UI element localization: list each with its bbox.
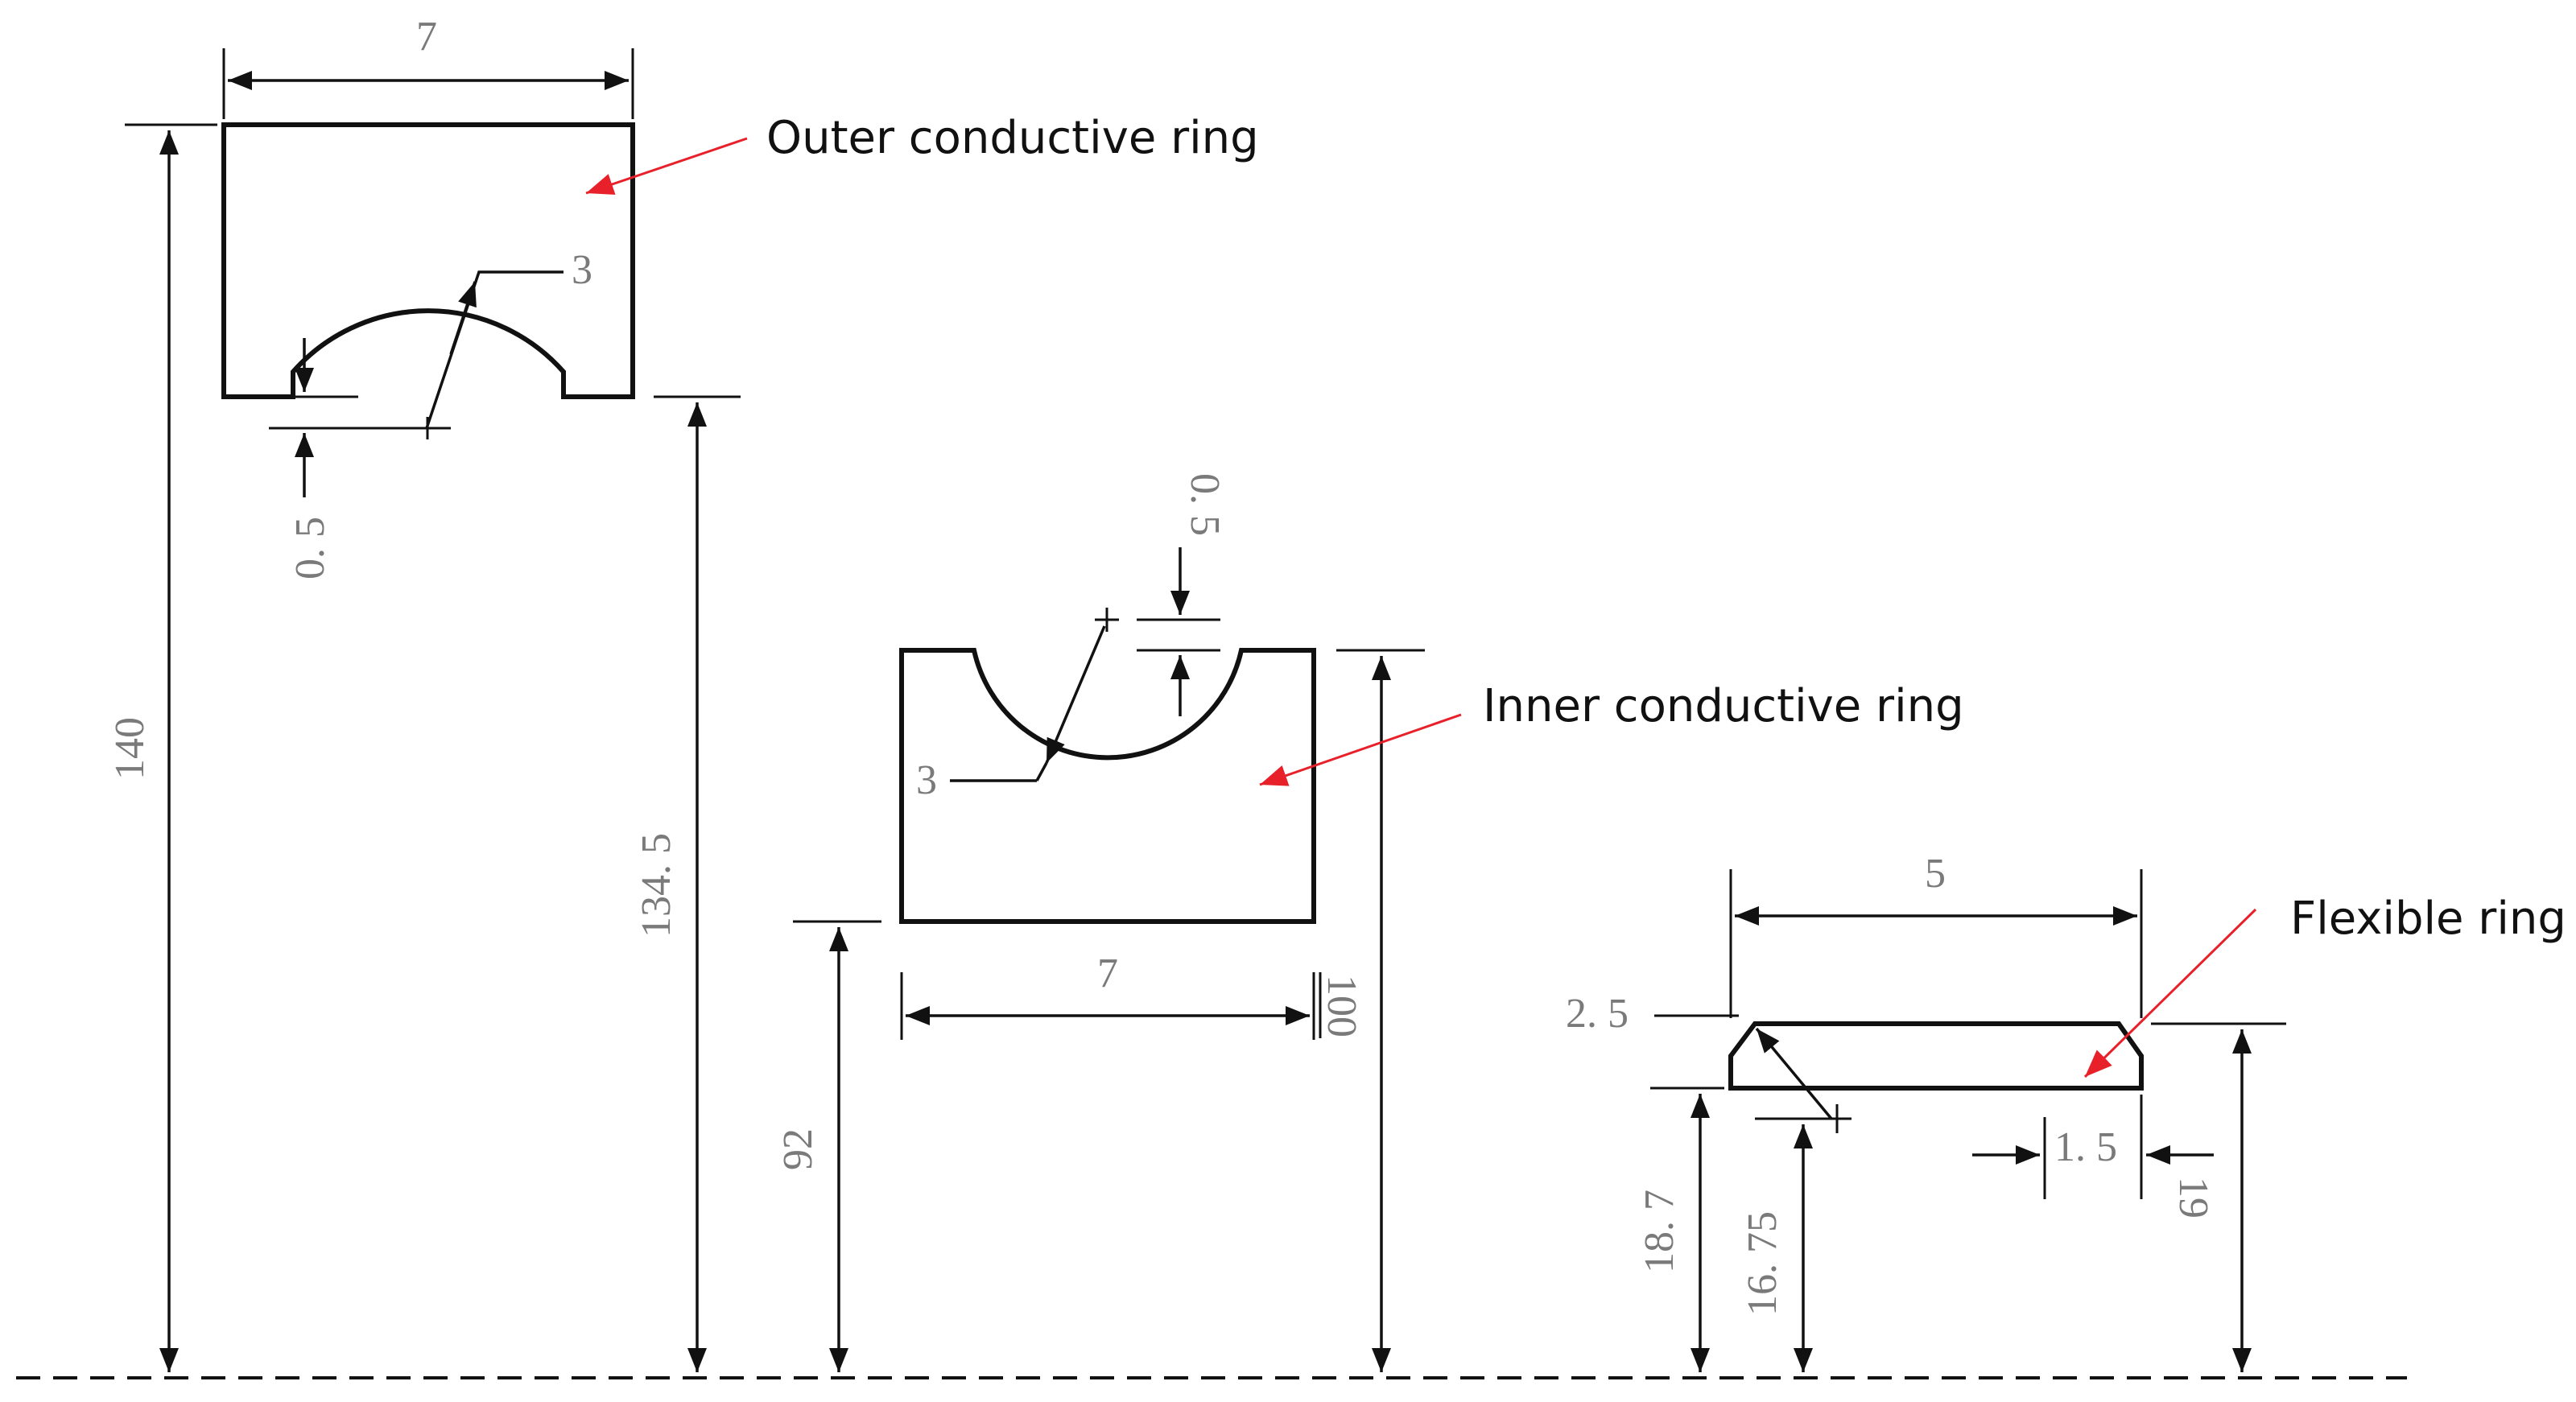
flexible-label-arrow [2083, 908, 2257, 1078]
flex-width-value: 5 [1925, 851, 1946, 897]
flexible-ring: 5 2. 5 1. 5 19 18. 7 16. 75 Flexible rin… [1566, 851, 2566, 1372]
outer-top-height-value: 140 [107, 717, 153, 780]
outer-bottom-height-value: 134. 5 [634, 833, 679, 938]
inner-label-arrow [1259, 713, 1462, 786]
outer-width-value: 7 [416, 14, 437, 60]
outer-radius-leader [425, 270, 564, 429]
inner-step-value: 0. 5 [1182, 473, 1228, 536]
flex-bottom-height-value: 18. 7 [1637, 1190, 1682, 1273]
flex-chamfer-value: 2. 5 [1566, 991, 1629, 1037]
inner-conductive-ring: 0. 5 3 7 100 92 Inner conductive ring [775, 473, 1964, 1372]
outer-label-arrow [585, 137, 748, 195]
inner-top-height-value: 100 [1319, 975, 1364, 1037]
outer-radius-value: 3 [572, 247, 592, 293]
inner-width-value: 7 [1097, 950, 1118, 996]
flex-gap-value: 1. 5 [2054, 1124, 2117, 1170]
inner-ring-label: Inner conductive ring [1483, 680, 1964, 732]
flexible-ring-profile [1728, 1021, 2144, 1091]
flexible-ring-label: Flexible ring [2290, 893, 2566, 945]
flex-top-height-value: 19 [2170, 1177, 2216, 1219]
outer-ring-label: Outer conductive ring [766, 112, 1259, 164]
flex-chamfer-height-value: 16. 75 [1740, 1211, 1785, 1316]
inner-radius-value: 3 [916, 757, 937, 803]
inner-bottom-height-value: 92 [775, 1128, 821, 1170]
inner-ring-profile [899, 648, 1316, 924]
outer-ring-profile [221, 122, 635, 399]
outer-conductive-ring: 7 3 0. 5 140 134. 5 Outer conductive rin… [107, 14, 1259, 1372]
outer-step-value: 0. 5 [287, 517, 333, 579]
